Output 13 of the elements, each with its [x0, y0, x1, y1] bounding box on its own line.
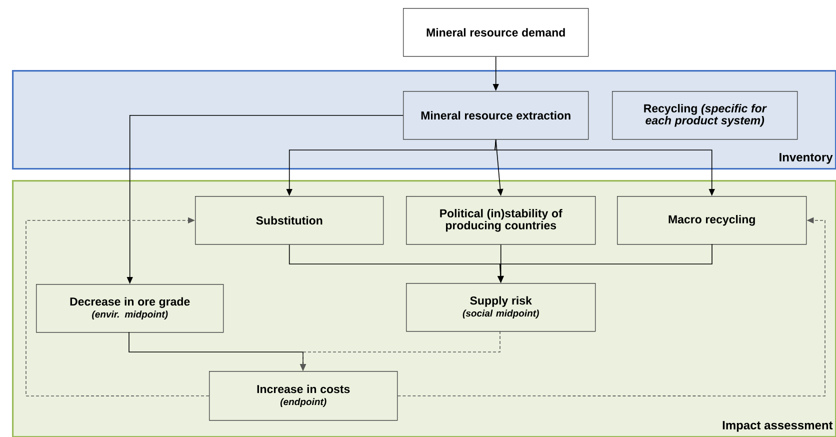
arrow [26, 217, 210, 396]
band-heading: Impact assessment [722, 421, 833, 432]
process-box: Macro recycling [617, 196, 807, 245]
process-box: Mineral resource demand [403, 8, 589, 57]
process-box: Mineral resource extraction [403, 91, 589, 140]
process-box: Increase in costs (endpoint) [209, 371, 398, 421]
process-box: Recycling (specific for each product system) [612, 91, 798, 140]
process-box: Supply risk (social midpoint) [406, 283, 596, 332]
process-box: Political (in)stability of producing countries [406, 196, 596, 245]
band-heading: Inventory [780, 153, 833, 164]
arrow [397, 217, 826, 396]
process-box: Decrease in ore grade (envir. midpoint) [36, 284, 224, 333]
process-box: Substitution [195, 196, 384, 245]
